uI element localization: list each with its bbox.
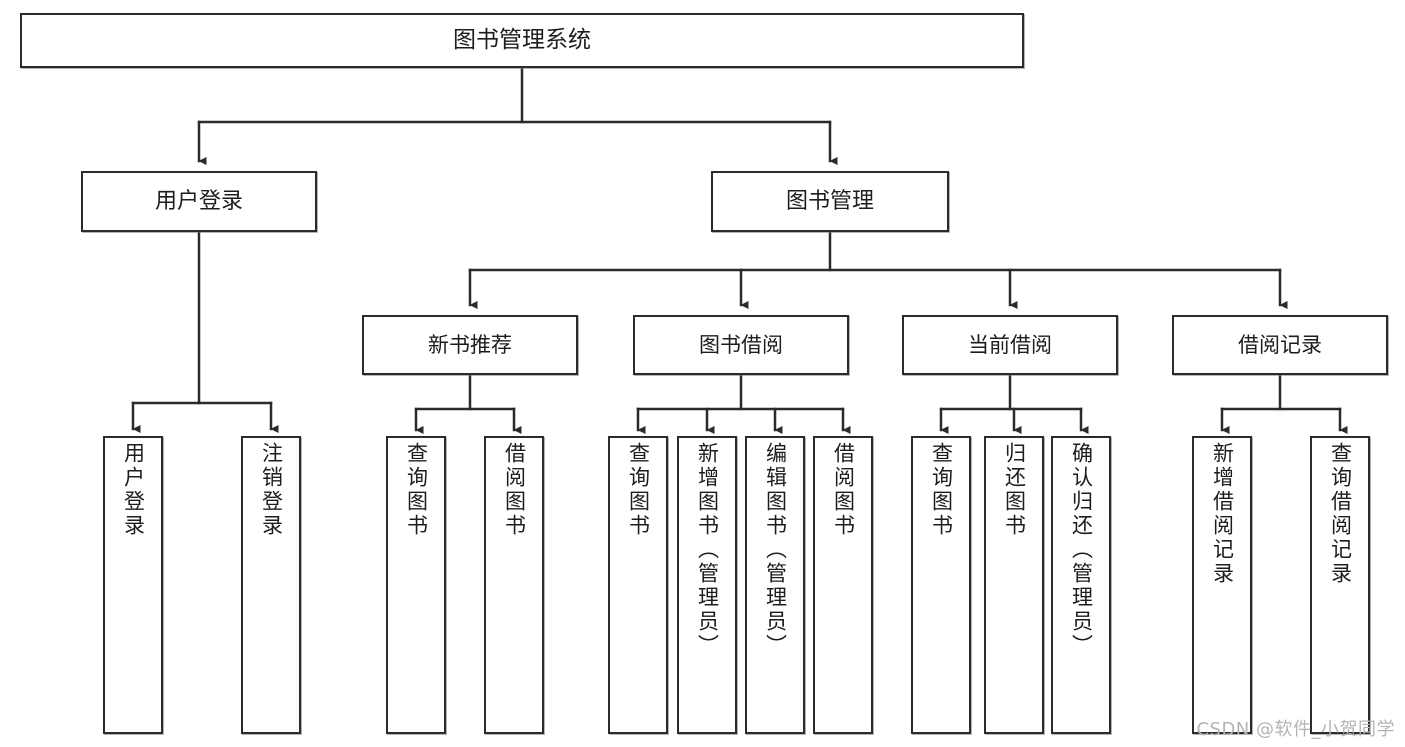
node-new-book-recommend[interactable]: 新书推荐: [362, 315, 578, 375]
node-leaf-add-borrow-record[interactable]: 新增借阅记录: [1192, 436, 1252, 734]
node-label: 查询图书: [626, 442, 651, 538]
node-label: 新增图书（管理员）: [695, 442, 720, 658]
node-label: 确认归还（管理员）: [1069, 442, 1094, 658]
node-book-management[interactable]: 图书管理: [711, 171, 949, 232]
edge-group-book-management: [468, 230, 1288, 309]
node-book-borrow[interactable]: 图书借阅: [633, 315, 849, 375]
node-leaf-query-book-current[interactable]: 查询图书: [911, 436, 971, 734]
edge-group-borrow-record: [1220, 373, 1348, 434]
node-leaf-edit-book-admin[interactable]: 编辑图书（管理员）: [745, 436, 805, 734]
node-leaf-query-borrow-record[interactable]: 查询借阅记录: [1310, 436, 1370, 734]
node-label: 归还图书: [1002, 442, 1027, 538]
node-book-management-system[interactable]: 图书管理系统: [20, 13, 1024, 68]
node-label: 新书推荐: [428, 332, 512, 357]
node-leaf-borrow-book-rec[interactable]: 借阅图书: [484, 436, 544, 734]
edge-group-book-borrow: [636, 373, 851, 434]
node-label: 图书借阅: [699, 332, 783, 357]
node-label: 借阅记录: [1238, 332, 1322, 357]
node-leaf-borrow-book[interactable]: 借阅图书: [813, 436, 873, 734]
node-label: 编辑图书（管理员）: [763, 442, 788, 658]
node-label: 查询图书: [404, 442, 429, 538]
node-label: 注销登录: [259, 442, 284, 538]
node-label: 借阅图书: [502, 442, 527, 538]
node-leaf-logout[interactable]: 注销登录: [241, 436, 301, 734]
node-leaf-query-book-rec[interactable]: 查询图书: [386, 436, 446, 734]
node-label: 新增借阅记录: [1210, 442, 1235, 586]
node-leaf-confirm-return-admin[interactable]: 确认归还（管理员）: [1051, 436, 1111, 734]
edge-group-root: [197, 66, 838, 165]
node-leaf-query-book-borrow[interactable]: 查询图书: [608, 436, 668, 734]
node-label: 查询图书: [929, 442, 954, 538]
node-user-login[interactable]: 用户登录: [81, 171, 317, 232]
edge-group-current-borrow: [939, 373, 1089, 434]
node-label: 查询借阅记录: [1328, 442, 1353, 586]
node-borrow-record[interactable]: 借阅记录: [1172, 315, 1388, 375]
edge-group-new-book-recommend: [414, 373, 522, 434]
edge-group-user-login: [131, 230, 279, 433]
node-label: 图书管理: [785, 188, 874, 214]
node-leaf-return-book[interactable]: 归还图书: [984, 436, 1044, 734]
node-current-borrow[interactable]: 当前借阅: [902, 315, 1118, 375]
node-leaf-user-login[interactable]: 用户登录: [103, 436, 163, 734]
node-label: 借阅图书: [831, 442, 856, 538]
node-label: 当前借阅: [968, 332, 1052, 357]
node-label: 图书管理系统: [453, 26, 591, 53]
node-leaf-add-book-admin[interactable]: 新增图书（管理员）: [677, 436, 737, 734]
node-label: 用户登录: [154, 188, 243, 214]
node-label: 用户登录: [121, 442, 146, 538]
